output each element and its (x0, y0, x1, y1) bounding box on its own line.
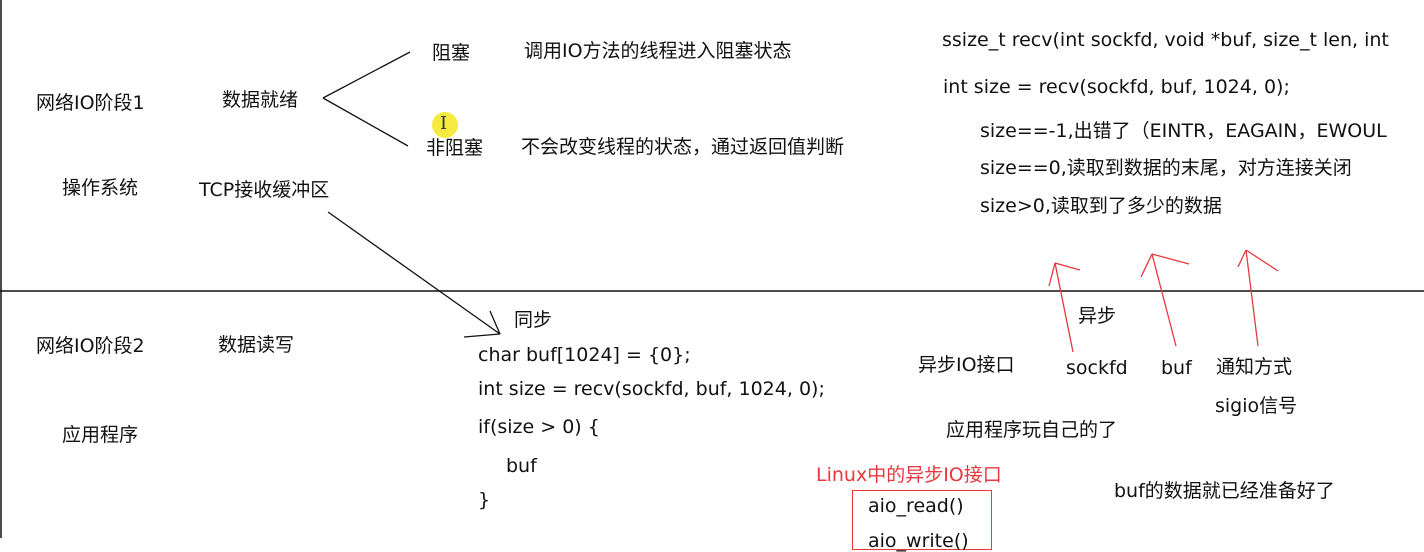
async-app-note: 应用程序玩自己的了 (946, 419, 1118, 441)
async-ready-note: buf的数据就已经准备好了 (1114, 480, 1335, 502)
cursor-highlight (432, 112, 458, 138)
async-param-buf: buf (1161, 357, 1192, 379)
linux-aio-func-read: aio_read() (868, 495, 964, 517)
async-interface-label: 异步IO接口 (918, 354, 1015, 376)
recv-case-error: size==-1,出错了（EINTR，EAGAIN，EWOUL (980, 120, 1387, 142)
async-label: 异步 (1078, 305, 1117, 327)
text-cursor-icon: I (440, 113, 448, 134)
linux-aio-func-write: aio_write() (868, 530, 969, 552)
tcp-buffer-label: TCP接收缓冲区 (199, 179, 330, 201)
recv-signature: ssize_t recv(int sockfd, void *buf, size… (942, 29, 1389, 51)
stage1-subtitle: 操作系统 (62, 177, 139, 199)
async-param-sockfd: sockfd (1066, 357, 1128, 379)
async-param-notify: 通知方式 (1216, 356, 1293, 378)
branch-line-nonblocking (322, 97, 409, 147)
linux-aio-title: Linux中的异步IO接口 (816, 464, 1002, 486)
code-line-4: buf (506, 455, 537, 477)
code-line-5: } (478, 489, 491, 511)
branch-line-blocking (322, 51, 411, 99)
branch-blocking-label: 阻塞 (432, 42, 471, 64)
sync-arrow-line (327, 211, 501, 335)
async-red-arrows (1048, 249, 1279, 353)
recv-case-data: size>0,读取到了多少的数据 (980, 195, 1222, 217)
branch-nonblocking-label: 非阻塞 (426, 137, 484, 159)
stage2-state: 数据读写 (218, 334, 295, 356)
branch-blocking-desc: 调用IO方法的线程进入阻塞状态 (524, 40, 792, 62)
stage2-title: 网络IO阶段2 (36, 335, 145, 357)
sync-arrow-head-1 (489, 310, 501, 335)
stage2-subtitle: 应用程序 (62, 424, 139, 446)
stage1-title: 网络IO阶段1 (36, 92, 145, 114)
recv-case-eof: size==0,读取到数据的末尾，对方连接关闭 (980, 157, 1352, 179)
sync-label: 同步 (514, 309, 553, 331)
code-line-1: char buf[1024] = {0}; (478, 344, 691, 366)
code-line-3: if(size > 0) { (478, 416, 600, 438)
code-line-2: int size = recv(sockfd, buf, 1024, 0); (478, 378, 825, 400)
branch-nonblocking-desc: 不会改变线程的状态，通过返回值判断 (521, 136, 845, 158)
async-signal-label: sigio信号 (1215, 395, 1298, 417)
stage1-state: 数据就绪 (222, 89, 299, 111)
sync-arrow-head-2 (463, 333, 501, 338)
recv-call: int size = recv(sockfd, buf, 1024, 0); (943, 76, 1290, 98)
